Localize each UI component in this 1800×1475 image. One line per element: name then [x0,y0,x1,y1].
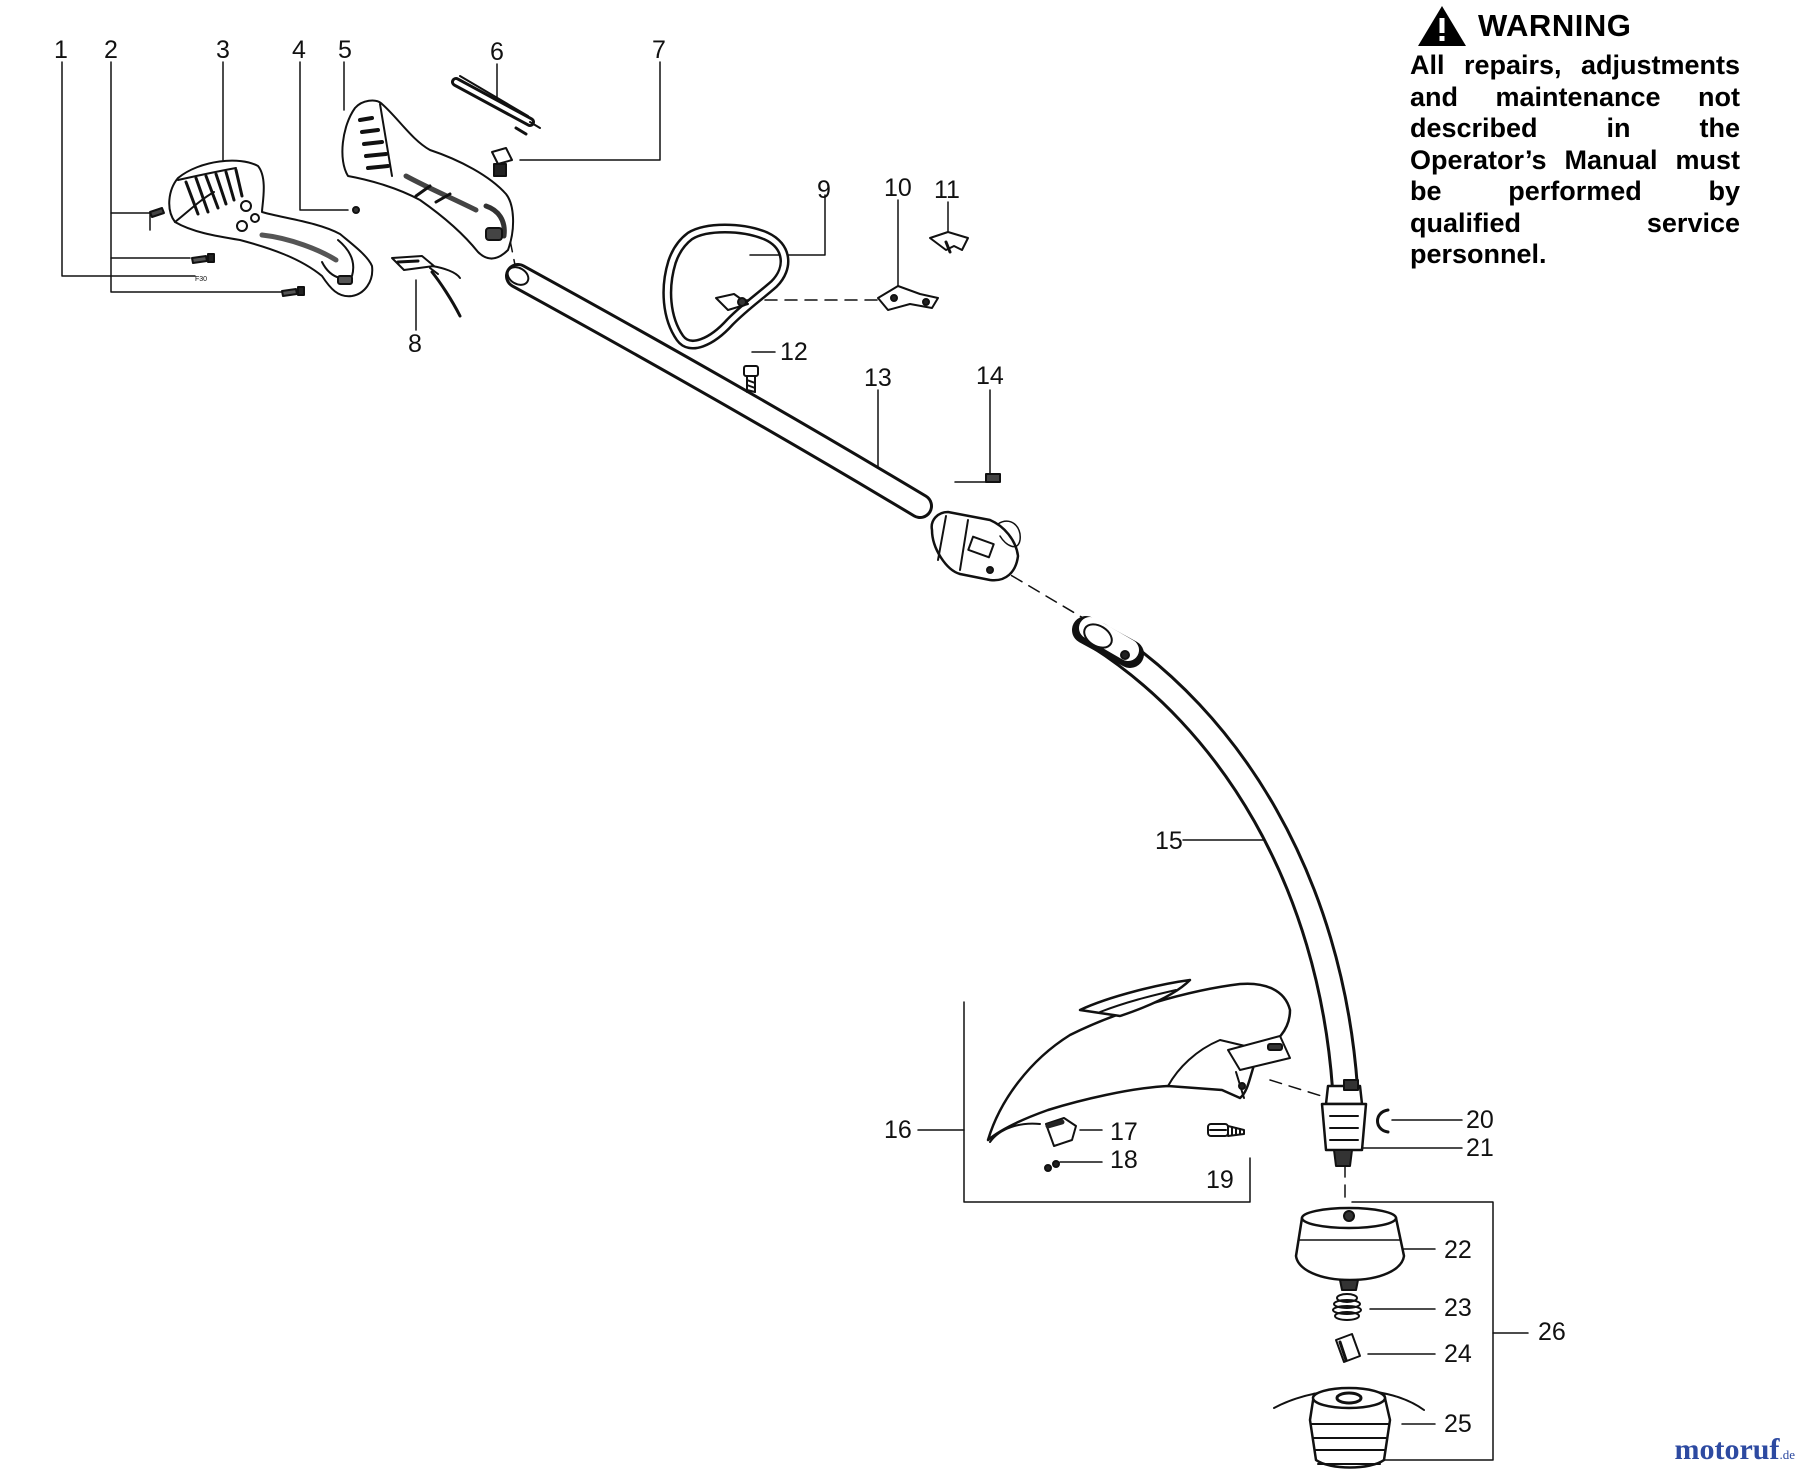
callout-10: 10 [884,174,912,202]
trimmer-spool [1273,1386,1425,1469]
j-handle [662,223,790,350]
housing-screws: F30 [149,206,360,297]
rear-housing [168,159,374,298]
callout-15: 15 [1155,827,1183,855]
callout-7: 7 [652,36,666,64]
callout-8: 8 [408,330,422,358]
callout-2: 2 [104,36,118,64]
shield-bolt [1207,1123,1245,1137]
callout-19: 19 [1206,1166,1234,1194]
motoruf-logo: motoruf.de [1674,1433,1795,1467]
callout-3: 3 [216,36,230,64]
wing-nut [929,231,969,254]
connector [491,147,513,177]
callout-6: 6 [490,38,504,66]
warning-triangle-icon [1418,6,1466,46]
callout-5: 5 [338,36,352,64]
lower-shaft [1072,616,1368,1167]
handle-bolt [743,365,759,393]
callout-25: 25 [1444,1410,1472,1438]
callout-4: 4 [292,36,306,64]
callout-1: 1 [54,36,68,64]
callout-20: 20 [1466,1106,1494,1134]
callout-23: 23 [1444,1294,1472,1322]
eyelet [1335,1333,1361,1363]
upper-shaft [505,263,933,519]
spring [1332,1293,1362,1321]
callout-18: 18 [1110,1146,1138,1174]
callout-12: 12 [780,338,808,366]
leader-lines [61,61,1529,1461]
callout-11: 11 [934,176,960,204]
debris-shield [986,978,1292,1143]
throttle-trigger [391,255,462,318]
retaining-clip [1376,1108,1390,1134]
line-cutter [1045,1117,1077,1147]
callout-9: 9 [817,176,831,204]
callout-17: 17 [1110,1118,1138,1146]
callout-26: 26 [1538,1318,1566,1346]
handle-bracket [877,285,939,311]
svg-text:F30: F30 [195,276,207,283]
callout-22: 22 [1444,1236,1472,1264]
warning-text: All repairs, adjustments and maintenance… [1410,50,1740,269]
callout-16: 16 [884,1116,912,1144]
spool-cover [1294,1206,1406,1291]
front-housing [341,99,514,260]
throttle-cable [451,75,541,136]
callout-13: 13 [864,364,892,392]
logo-name: motoruf [1674,1433,1780,1466]
warning-title: WARNING [1478,8,1632,43]
callout-24: 24 [1444,1340,1472,1368]
warning-header: WARNING [1416,4,1740,48]
warning-notice: WARNING All repairs, adjustments and mai… [1410,0,1740,271]
shaft-coupler [930,473,1021,582]
cutter-screws [1044,1160,1060,1172]
logo-suffix: .de [1779,1447,1795,1462]
callout-21: 21 [1466,1134,1494,1162]
callout-14: 14 [976,362,1004,390]
